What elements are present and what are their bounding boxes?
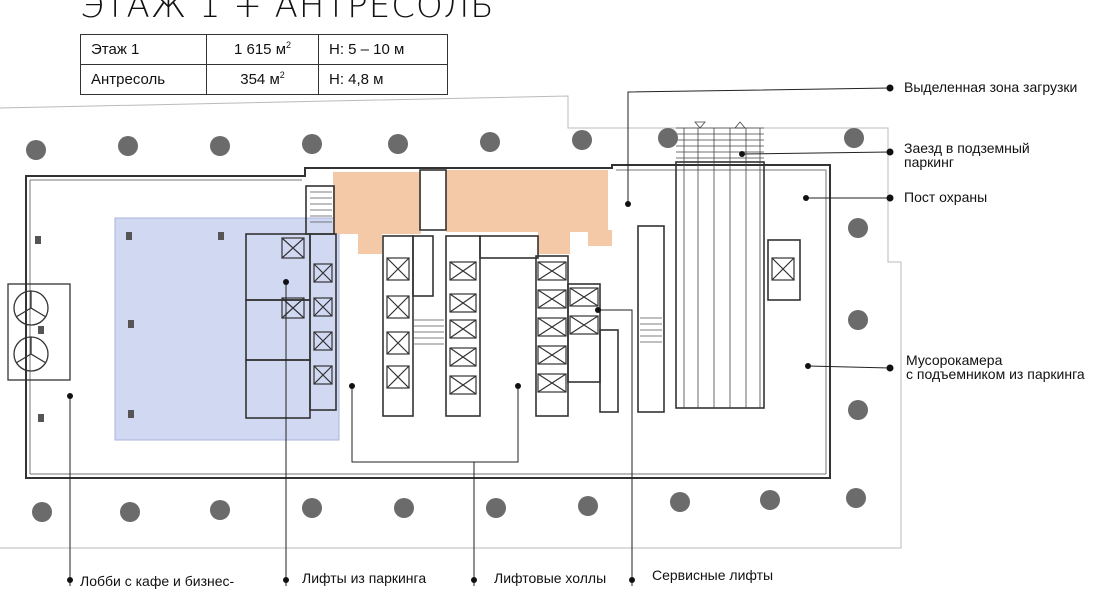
callout-lift-halls: Лифтовые холлы	[494, 570, 607, 586]
leader-dots	[67, 84, 894, 583]
callout-parking-entry-line2: паркинг	[904, 154, 954, 170]
callout-garbage-line1: Мусорокамера	[906, 352, 1003, 368]
area-table: Этаж 1 1 615 м2 H: 5 – 10 м Антресоль 35…	[80, 34, 448, 95]
leader-lines	[69, 87, 891, 586]
mezzanine-zone-small-3	[588, 230, 612, 246]
callout-garbage-room: Мусорокамера с подъемником из паркинга	[906, 353, 1085, 381]
lobby-zone	[114, 217, 340, 441]
building-wall	[25, 164, 831, 479]
building-wall-inner	[29, 169, 827, 475]
callout-garbage-line2: с подъемником из паркинга	[906, 366, 1085, 382]
floor-title: ЭТАЖ 1 + АНТРЕСОЛЬ	[80, 0, 495, 26]
callout-lobby: Лобби с кафе и бизнес-	[80, 573, 235, 589]
stair-hatching	[310, 191, 662, 345]
ramp-arrows	[694, 121, 746, 129]
height-cell: H: 4,8 м	[318, 64, 448, 95]
slab-outline	[0, 95, 902, 549]
area-value-cell: 1 615 м2	[206, 34, 319, 65]
callout-parking-entry-line1: Заезд в подземный	[904, 140, 1030, 156]
callout-parking-lifts: Лифты из паркинга	[302, 570, 427, 586]
callout-parking-entry: Заезд в подземный паркинг	[904, 141, 1030, 169]
mezzanine-zone-small-1	[358, 232, 382, 254]
table-row: Антресоль 354 м2 H: 4,8 м	[80, 64, 448, 95]
table-row: Этаж 1 1 615 м2 H: 5 – 10 м	[80, 34, 448, 65]
area-name-cell: Антресоль	[80, 64, 207, 95]
columns	[26, 128, 868, 522]
callout-security-post: Пост охраны	[904, 189, 988, 205]
mezzanine-zone-small-2	[538, 232, 570, 254]
callout-service-lifts: Сервисные лифты	[652, 567, 774, 583]
callout-loading-zone: Выделенная зона загрузки	[904, 79, 1078, 95]
core-walls	[245, 161, 801, 419]
wall-columns	[35, 232, 224, 422]
mezzanine-zone-right	[446, 170, 608, 232]
parking-ramp	[676, 127, 764, 408]
lift-shafts	[281, 237, 795, 395]
area-value-cell: 354 м2	[206, 64, 319, 95]
area-name-cell: Этаж 1	[80, 34, 207, 65]
revolving-doors	[7, 283, 71, 381]
mezzanine-zone-left	[333, 172, 421, 234]
